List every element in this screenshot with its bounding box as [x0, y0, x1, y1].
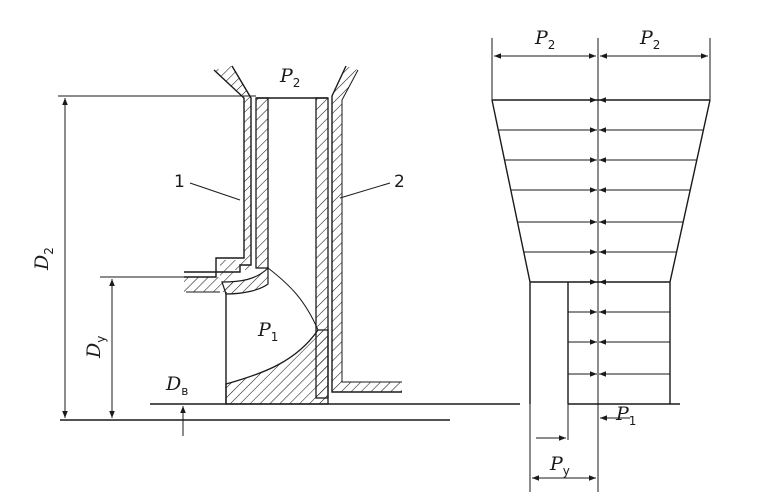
svg-text:D2: D2 — [31, 247, 56, 271]
label-p2-right: P2 — [639, 27, 660, 52]
label-p2-top: P2 — [279, 65, 300, 90]
label-p1-right: P1 — [615, 403, 636, 428]
right-casing — [332, 66, 402, 392]
pressure-arrows-right — [568, 97, 710, 405]
impeller-hub-top — [221, 266, 269, 295]
pump-section — [60, 65, 520, 421]
impeller-backplate — [225, 329, 329, 405]
label-p2-left: P2 — [534, 27, 555, 52]
label-part2: 2 — [394, 172, 405, 192]
svg-text:Dy: Dy — [83, 336, 108, 359]
label-d2: D2 — [31, 247, 56, 271]
part1-leader — [189, 182, 241, 201]
pressure-diagram — [491, 38, 711, 492]
label-p1-inner: P1 — [257, 319, 278, 344]
label-dy: Dy — [83, 336, 108, 359]
label-db: Dв — [165, 373, 188, 398]
pressure-arrows-left — [492, 97, 597, 377]
label-part1: 1 — [174, 172, 185, 192]
impeller-left-wall — [255, 97, 269, 269]
label-py: Py — [549, 453, 570, 478]
dim-d2 — [58, 95, 256, 418]
part2-leader — [339, 182, 391, 199]
dim-dy — [100, 276, 186, 418]
left-casing — [184, 66, 251, 292]
